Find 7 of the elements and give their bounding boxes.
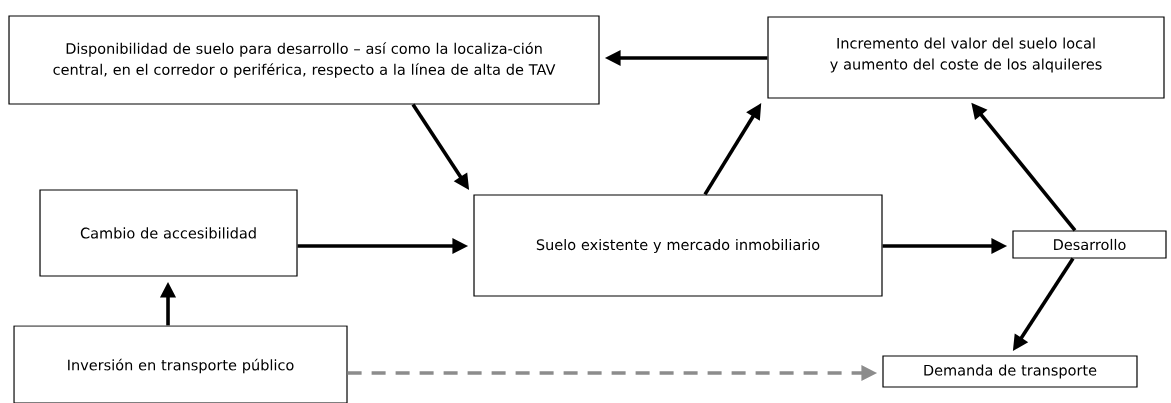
process-box: Desarrollo [1012, 230, 1167, 259]
process-box: Suelo existente y mercado inmobiliario [473, 194, 883, 297]
process-box: Disponibilidad de suelo para desarrollo – así como la localiza-ción central, en el corredor o periférica, respecto a la línea de alta de TAV [8, 15, 600, 105]
process-box: Demanda de transporte [882, 355, 1138, 388]
process-box: Inversión en transporte público [13, 325, 348, 403]
process-box: Incremento del valor del suelo local y aumento del coste de los alquileres [767, 16, 1165, 99]
process-box: Cambio de accesibilidad [39, 189, 298, 277]
